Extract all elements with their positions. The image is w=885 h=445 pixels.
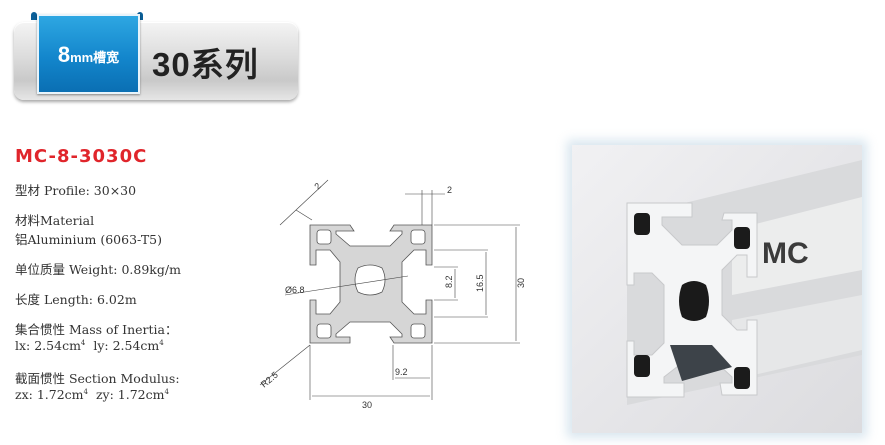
- spec-profile: 型材 Profile: 30×30: [15, 183, 137, 198]
- aluminium-profile-illustration: MC: [626, 160, 862, 405]
- spec-weight: 单位质量 Weight: 0.89kg/m: [15, 262, 181, 277]
- dim-lip-label: 9.2: [395, 367, 408, 377]
- slot-width-badge: 8mm槽宽: [37, 14, 140, 94]
- spec-inertia-values: lx: 2.54cm4 ly: 2.54cm4: [15, 338, 164, 353]
- spec-inertia-label: 集合惯性 Mass of Inertia：: [15, 322, 178, 337]
- photo-logo-text: MC: [762, 237, 809, 270]
- spec-modulus-label: 截面惯性 Section Modulus:: [15, 371, 180, 386]
- series-title: 30系列: [152, 46, 259, 83]
- product-photo: MC: [572, 145, 862, 433]
- dim-width-label: 30: [362, 400, 372, 410]
- badge-number: 8: [57, 42, 71, 67]
- badge-fold-left: [31, 12, 37, 20]
- dim-slot-outer-label: 16.5: [475, 274, 485, 292]
- spec-ix: lx: 2.54cm: [15, 338, 81, 353]
- dim-diag-wall-label: 2: [312, 181, 323, 192]
- dim-top-wall-label: 2: [447, 185, 452, 195]
- spec-iy: ly: 2.54cm: [93, 338, 160, 353]
- spec-zy: zy: 1.72cm: [95, 387, 165, 402]
- profile-technical-drawing: 30 30 16.5 8.2 2 2 Ø6.8 R2.5 9.2: [259, 179, 526, 410]
- dim-radius-label: R2.5: [259, 370, 280, 390]
- spec-length: 长度 Length: 6.02m: [15, 292, 137, 307]
- badge-fold-right: [137, 12, 143, 20]
- model-number: MC-8-3030C: [15, 146, 148, 167]
- dim-height-label: 30: [516, 278, 526, 288]
- spec-zx: zx: 1.72cm: [15, 387, 84, 402]
- badge-unit: mm槽宽: [70, 50, 120, 65]
- spec-material-label: 材料Material: [15, 213, 95, 228]
- spec-modulus-values: zx: 1.72cm4 zy: 1.72cm4: [15, 387, 169, 402]
- spec-material-value: 铝Aluminium (6063-T5): [15, 232, 162, 247]
- dim-slot-label: 8.2: [444, 275, 454, 288]
- dim-bore-label: Ø6.8: [285, 285, 305, 295]
